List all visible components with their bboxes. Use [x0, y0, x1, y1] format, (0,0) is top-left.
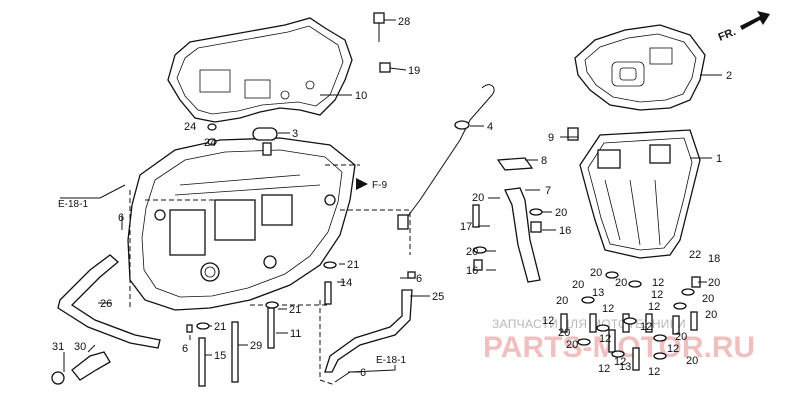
oil-case-assembly: [127, 137, 356, 311]
callout-24-bottom: 24: [204, 137, 216, 149]
callout-12-i: 12: [614, 356, 626, 368]
callout-12-h: 12: [667, 343, 679, 355]
ref-arrow-icon: [356, 178, 368, 190]
watermark: ЗАПЧАСТИ ДЛЯ МОТОТЕХНИКИ PARTS-MOTOR.RU: [483, 317, 755, 364]
callout-18: 18: [708, 253, 720, 265]
callout-12-b: 12: [651, 289, 663, 301]
dipstick-4: [397, 84, 495, 230]
callout-20-c: 20: [466, 246, 478, 258]
callout-20-i: 20: [556, 295, 568, 307]
callout-10: 10: [355, 90, 367, 102]
callout-12-f: 12: [599, 333, 611, 345]
callout-20-j: 20: [705, 309, 717, 321]
oil-pipe-7: [496, 157, 541, 283]
callout-6-b: 6: [118, 212, 124, 224]
callout-12-a: 12: [652, 277, 664, 289]
ref-e18-1-bottom: E-18-1: [376, 355, 406, 366]
callout-8: 8: [541, 155, 547, 167]
callout-17: 17: [460, 221, 472, 233]
bolts: [198, 12, 701, 387]
reference-labels: E-18-1 E-18-1 F-9: [58, 178, 406, 366]
gasket-2: [574, 24, 706, 111]
hose-25: [324, 289, 413, 373]
callout-20-a: 20: [472, 192, 484, 204]
callout-16-b: 16: [466, 265, 478, 277]
joint-30: [51, 351, 111, 385]
assembly-boundary-dipstick: [325, 164, 411, 255]
callout-12-k: 12: [648, 366, 660, 378]
callout-28: 28: [398, 16, 410, 28]
callout-31: 31: [52, 341, 64, 353]
callout-22: 22: [689, 249, 701, 261]
callout-26: 26: [100, 298, 112, 310]
callout-20-f: 20: [615, 277, 627, 289]
gasket-10: [167, 17, 353, 123]
watermark-caption: ЗАПЧАСТИ ДЛЯ МОТОТЕХНИКИ: [492, 317, 686, 331]
washers: [186, 123, 695, 360]
callout-6-c: 6: [182, 343, 188, 355]
callout-13-b: 13: [619, 361, 631, 373]
callout-2: 2: [726, 70, 732, 82]
callout-19: 19: [408, 65, 420, 77]
callout-20-d: 20: [708, 277, 720, 289]
callout-1: 1: [716, 153, 722, 165]
callout-25: 25: [432, 291, 444, 303]
callout-7: 7: [545, 185, 551, 197]
ref-e18-1-left: E-18-1: [58, 199, 88, 210]
callout-20-b: 20: [555, 207, 567, 219]
callout-20-h: 20: [702, 293, 714, 305]
assembly-boundary-bottom: [250, 300, 336, 386]
callout-20-e: 20: [590, 267, 602, 279]
assembly-boundary-left: [129, 190, 240, 310]
callout-12-j: 12: [598, 363, 610, 375]
callout-4: 4: [487, 121, 493, 133]
ref-f9: F-9: [372, 180, 387, 191]
callouts: 28 19 10 3 24 24 4 2 9 8 1 7 20 17 20 16…: [52, 16, 732, 379]
breather-hose-26: [57, 254, 161, 349]
forward-label: FR.: [717, 26, 738, 44]
callout-12-d: 12: [602, 303, 614, 315]
callout-3: 3: [292, 128, 298, 140]
callout-9: 9: [548, 132, 554, 144]
callout-21-c: 21: [214, 321, 226, 333]
leader-lines: [60, 19, 722, 383]
callout-14: 14: [340, 277, 352, 289]
callout-11: 11: [290, 328, 301, 340]
callout-12-g: 12: [640, 321, 652, 333]
callout-12-e: 12: [542, 315, 554, 327]
callout-13-a: 13: [592, 287, 604, 299]
callout-20-m: 20: [675, 331, 687, 343]
callout-12-c: 12: [648, 301, 660, 313]
callout-16-a: 16: [559, 225, 571, 237]
callout-6-a: 6: [416, 273, 422, 285]
oil-case-1: [579, 129, 701, 259]
callout-30: 30: [74, 341, 86, 353]
callout-20-k: 20: [558, 327, 570, 339]
callout-24-top: 24: [184, 121, 196, 133]
callout-20-g: 20: [572, 279, 584, 291]
callout-6-d: 6: [360, 367, 366, 379]
callout-21-b: 21: [289, 304, 301, 316]
callout-21-a: 21: [347, 259, 359, 271]
callout-29: 29: [250, 340, 262, 352]
callout-20-n: 20: [686, 355, 698, 367]
callout-15: 15: [214, 350, 226, 362]
forward-indicator: FR.: [717, 11, 770, 44]
watermark-logo: PARTS-MOTOR.RU: [483, 331, 755, 364]
callout-20-l: 20: [566, 339, 578, 351]
forward-arrow-icon: [740, 11, 770, 30]
